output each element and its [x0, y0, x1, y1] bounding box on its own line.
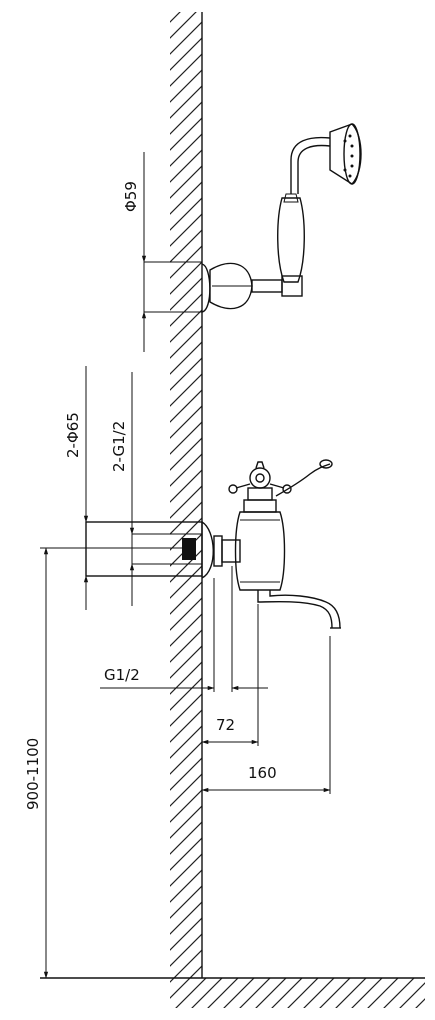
dim-mounting-height: 900-1100: [24, 547, 182, 979]
dim-label-spout-projection: 160: [248, 764, 277, 782]
wall: [170, 12, 203, 978]
dim-body-projection: 72: [201, 604, 259, 746]
dim-label-outlets-thread: 2-G1/2: [110, 421, 128, 472]
dim-label-outlets-diameter: 2-Φ65: [64, 412, 82, 458]
dim-spout-projection: 160: [201, 636, 331, 794]
bath-spout: [257, 590, 341, 629]
dim-outlets: 2-Φ65 2-G1/2: [64, 366, 135, 610]
diverter-lever: [275, 459, 333, 497]
dim-handshower-outlet: Φ59: [122, 152, 202, 352]
dim-label-handshower-diameter: Φ59: [122, 181, 140, 212]
dim-inlet-thread: G1/2: [100, 566, 268, 692]
cross-handle: [228, 461, 292, 494]
handshower-assembly: [201, 123, 362, 313]
dim-label-mounting-height: 900-1100: [24, 738, 42, 810]
dim-label-inlet-thread: G1/2: [104, 666, 140, 684]
dim-label-body-projection: 72: [216, 716, 235, 734]
floor: [40, 977, 425, 1008]
handshower-nozzles: [343, 134, 354, 178]
